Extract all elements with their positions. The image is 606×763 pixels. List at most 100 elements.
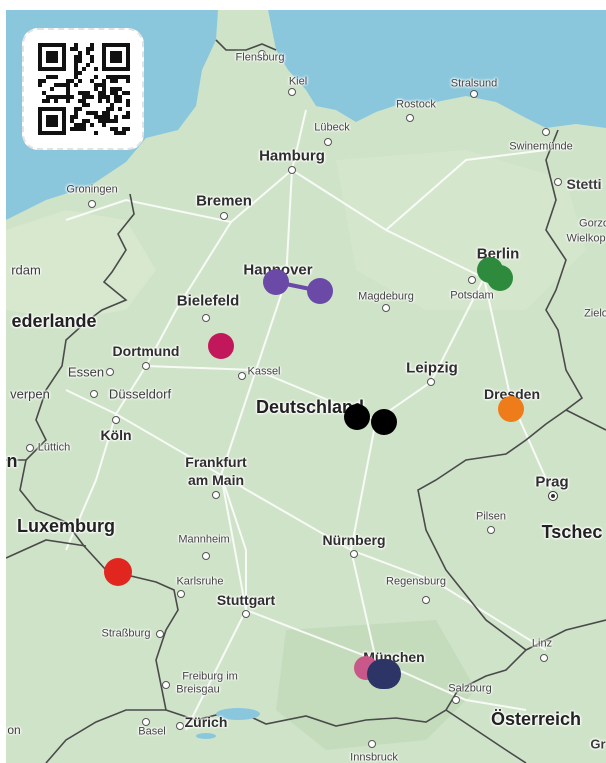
- marker-saarbruecken[interactable]: [104, 558, 132, 586]
- city-dot-innsbruck: [368, 740, 376, 748]
- label-salzburg: Salzburg: [448, 682, 492, 695]
- city-dot-bremen: [220, 212, 228, 220]
- city-dot-duesseldorf: [90, 390, 98, 398]
- city-dot-hamburg: [288, 166, 296, 174]
- label-kassel: Kassel: [247, 365, 281, 378]
- marker-berlin-b[interactable]: [487, 265, 513, 291]
- city-dot-stralsund: [470, 90, 478, 98]
- city-dot-basel: [142, 718, 150, 726]
- marker-hannover-a[interactable]: [263, 269, 289, 295]
- city-dot-bielefeld: [202, 314, 210, 322]
- label-bielefeld: Bielefeld: [176, 292, 240, 310]
- label-duesseldorf: Düsseldorf: [108, 386, 172, 402]
- label-stettin: Stetti: [566, 176, 602, 192]
- capital-dot-prag: [548, 491, 558, 501]
- city-dot-pilsen: [487, 526, 495, 534]
- marker-bielefeld[interactable]: [208, 333, 234, 359]
- label-groningen: Groningen: [66, 183, 118, 196]
- label-graz: Gr: [590, 736, 606, 752]
- label-strassburg: Straßburg: [101, 627, 151, 640]
- label-pilsen: Pilsen: [476, 510, 506, 523]
- qr-code-card[interactable]: [22, 28, 144, 150]
- lake-constance: [216, 708, 260, 720]
- city-dot-regensburg: [422, 596, 430, 604]
- city-dot-magdeburg: [382, 304, 390, 312]
- label-zuerich: Zürich: [184, 714, 228, 730]
- lowland-east: [336, 150, 586, 310]
- label-dresden: Dresden: [483, 386, 541, 402]
- city-dot-luebeck: [324, 138, 332, 146]
- label-stralsund: Stralsund: [450, 77, 498, 90]
- city-dot-stettin: [554, 178, 562, 186]
- city-dot-linz: [540, 654, 548, 662]
- label-nuernberg: Nürnberg: [322, 532, 386, 548]
- city-dot-flensburg: [258, 50, 266, 58]
- label-koeln: Köln: [100, 427, 132, 443]
- label-swinemuende: Swinemünde: [509, 140, 573, 153]
- city-dot-koeln: [112, 416, 120, 424]
- city-dot-swinemuende: [542, 128, 550, 136]
- marker-dresden[interactable]: [498, 396, 524, 422]
- label-flensburg: Flensburg: [235, 51, 285, 64]
- marker-erfurt-a[interactable]: [344, 404, 370, 430]
- label-dortmund: Dortmund: [112, 343, 180, 359]
- city-dot-freiburg: [162, 681, 170, 689]
- marker-muenchen-b[interactable]: [367, 659, 401, 689]
- label-karlsruhe: Karlsruhe: [176, 575, 224, 588]
- label-mannheim: Mannheim: [178, 533, 230, 546]
- city-dot-luettich: [26, 444, 34, 452]
- city-dot-groningen: [88, 200, 96, 208]
- city-dot-kassel: [238, 372, 246, 380]
- map-canvas[interactable]: [6, 10, 606, 763]
- label-bern: on: [7, 723, 21, 737]
- lowland-west: [6, 210, 156, 320]
- city-dot-salzburg: [452, 696, 460, 704]
- baltic-sea: [268, 10, 606, 128]
- city-dot-zuerich: [176, 722, 184, 730]
- label-stuttgart: Stuttgart: [216, 592, 276, 608]
- marker-hannover-b[interactable]: [307, 278, 333, 304]
- label-zielona: Zielo: [584, 307, 606, 320]
- city-dot-frankfurt: [212, 491, 220, 499]
- label-amsterdam: rdam: [11, 262, 41, 278]
- city-dot-rostock: [406, 114, 414, 122]
- city-dot-stuttgart: [242, 610, 250, 618]
- label-leipzig: Leipzig: [406, 359, 458, 377]
- qr-code-icon: [38, 43, 130, 135]
- city-dot-strassburg: [156, 630, 164, 638]
- label-niederlande: ederlande: [11, 311, 97, 331]
- city-dot-dortmund: [142, 362, 150, 370]
- label-rostock: Rostock: [396, 98, 436, 111]
- label-innsbruck: Innsbruck: [350, 751, 398, 763]
- label-gorzow: Gorzo: [579, 217, 606, 230]
- lake-zurich: [196, 733, 216, 739]
- city-dot-karlsruhe: [177, 590, 185, 598]
- label-tschechien: Tschec: [541, 522, 603, 542]
- map-view[interactable]: Flensburg Kiel Stralsund Rostock Lübeck …: [6, 10, 606, 763]
- label-bremen: Bremen: [196, 192, 252, 210]
- label-deutschland: Deutschland: [255, 397, 365, 417]
- label-oesterreich: Österreich: [490, 709, 582, 729]
- label-belgien: n: [6, 451, 18, 471]
- label-essen: Essen: [67, 364, 105, 380]
- label-magdeburg: Magdeburg: [358, 290, 414, 303]
- city-dot-leipzig: [427, 378, 435, 386]
- city-dot-potsdam: [468, 276, 476, 284]
- city-dot-nuernberg: [350, 550, 358, 558]
- label-basel: Basel: [138, 725, 166, 738]
- city-dot-essen: [106, 368, 114, 376]
- label-kiel: Kiel: [288, 75, 308, 88]
- label-frankfurt-2: am Main: [187, 472, 245, 488]
- label-antwerpen: verpen: [10, 386, 50, 402]
- label-hamburg: Hamburg: [259, 147, 325, 165]
- label-freiburg-1: Freiburg im: [182, 670, 238, 683]
- label-linz: Linz: [531, 637, 553, 650]
- marker-erfurt-b[interactable]: [371, 409, 397, 435]
- label-luettich: Lüttich: [37, 441, 71, 454]
- label-freiburg-2: Breisgau: [176, 683, 220, 696]
- label-potsdam: Potsdam: [450, 289, 494, 302]
- label-wielkop: Wielkop: [566, 232, 606, 245]
- label-regensburg: Regensburg: [386, 575, 446, 588]
- label-luxemburg: Luxemburg: [16, 516, 116, 536]
- label-prag: Prag: [535, 473, 569, 491]
